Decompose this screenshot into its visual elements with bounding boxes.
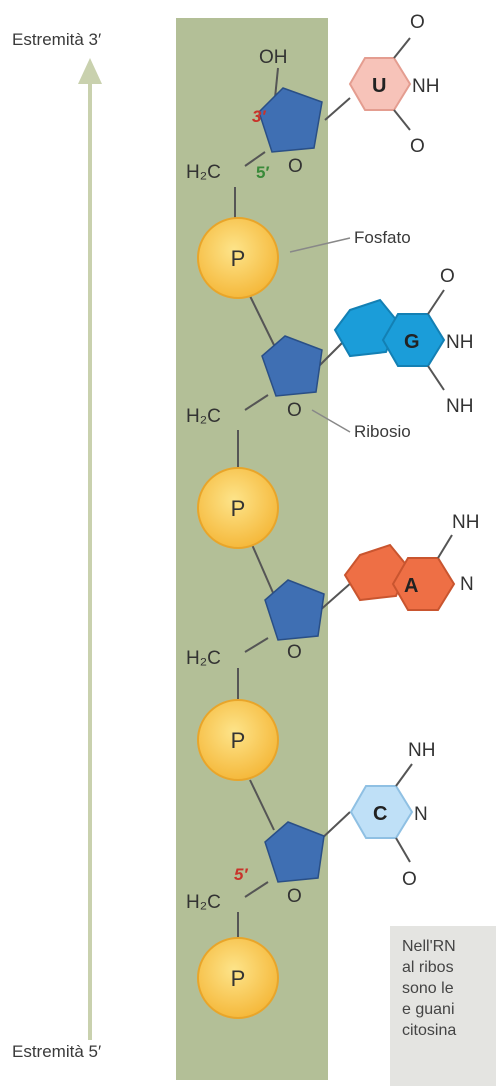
- carbon5-label-top: 5′: [256, 163, 270, 182]
- base-group: N: [460, 574, 474, 595]
- base-group: N: [414, 804, 428, 825]
- caption-box: Nell'RN al ribos sono le e guani citosin…: [390, 926, 496, 1086]
- ring-oxygen-2: O: [287, 400, 302, 421]
- base-letter-u: U: [372, 75, 386, 97]
- base-guanine: G O NH NH: [333, 266, 473, 417]
- base-group: NH: [412, 76, 439, 97]
- h2c-label-1: H₂C: [186, 162, 221, 183]
- caption-line: sono le: [402, 980, 454, 997]
- base-group: NH: [408, 740, 435, 761]
- ring-oxygen-3: O: [287, 642, 302, 663]
- base-letter-c: C: [373, 803, 387, 825]
- base-letter-a: A: [404, 575, 418, 597]
- ribose-1: [258, 87, 323, 153]
- phosphate-symbol: P: [231, 728, 246, 753]
- three-prime-end-label: Estremità 3′: [12, 30, 102, 49]
- ribose-4: [264, 821, 325, 883]
- caption-line: Nell'RN: [402, 938, 456, 955]
- carbon5-label-bottom: 5′: [234, 865, 248, 884]
- phosphate-1: P: [197, 217, 279, 299]
- ribose-2: [261, 335, 323, 397]
- base-uracil: U O NH O: [348, 12, 439, 157]
- base-group: NH: [446, 332, 473, 353]
- base-cytosine: C NH N O: [349, 740, 435, 890]
- phosphate-symbol: P: [231, 966, 246, 991]
- base-adenine: A NH N: [343, 512, 479, 611]
- caption-line: al ribos: [402, 959, 454, 976]
- ring-oxygen-4: O: [287, 886, 302, 907]
- phosphate-3: P: [197, 699, 279, 781]
- h2c-label-4: H₂C: [186, 892, 221, 913]
- h2c-label-2: H₂C: [186, 406, 221, 427]
- ribose-3: [264, 579, 325, 641]
- base-group: NH: [452, 512, 479, 533]
- caption-line: citosina: [402, 1022, 457, 1039]
- carbon3-label: 3′: [252, 107, 266, 126]
- caption-line: e guani: [402, 1001, 455, 1018]
- phosphate-symbol: P: [231, 246, 246, 271]
- phosphate-2: P: [197, 467, 279, 549]
- base-group: O: [410, 12, 425, 33]
- base-group: O: [402, 869, 417, 890]
- ribose-label: Ribosio: [354, 422, 411, 441]
- base-letter-g: G: [404, 331, 420, 353]
- phosphate-label: Fosfato: [354, 228, 411, 247]
- direction-arrow: [78, 58, 102, 1040]
- base-group: O: [410, 136, 425, 157]
- h2c-label-3: H₂C: [186, 648, 221, 669]
- base-group: O: [440, 266, 455, 287]
- hydroxyl-label: OH: [259, 47, 288, 68]
- five-prime-end-label: Estremità 5′: [12, 1042, 102, 1061]
- ring-oxygen-1: O: [288, 156, 303, 177]
- phosphate-symbol: P: [231, 496, 246, 521]
- phosphate-4: P: [197, 937, 279, 1019]
- backbone-band: [176, 18, 328, 1080]
- base-group: NH: [446, 396, 473, 417]
- backbone-bonds: [234, 67, 353, 940]
